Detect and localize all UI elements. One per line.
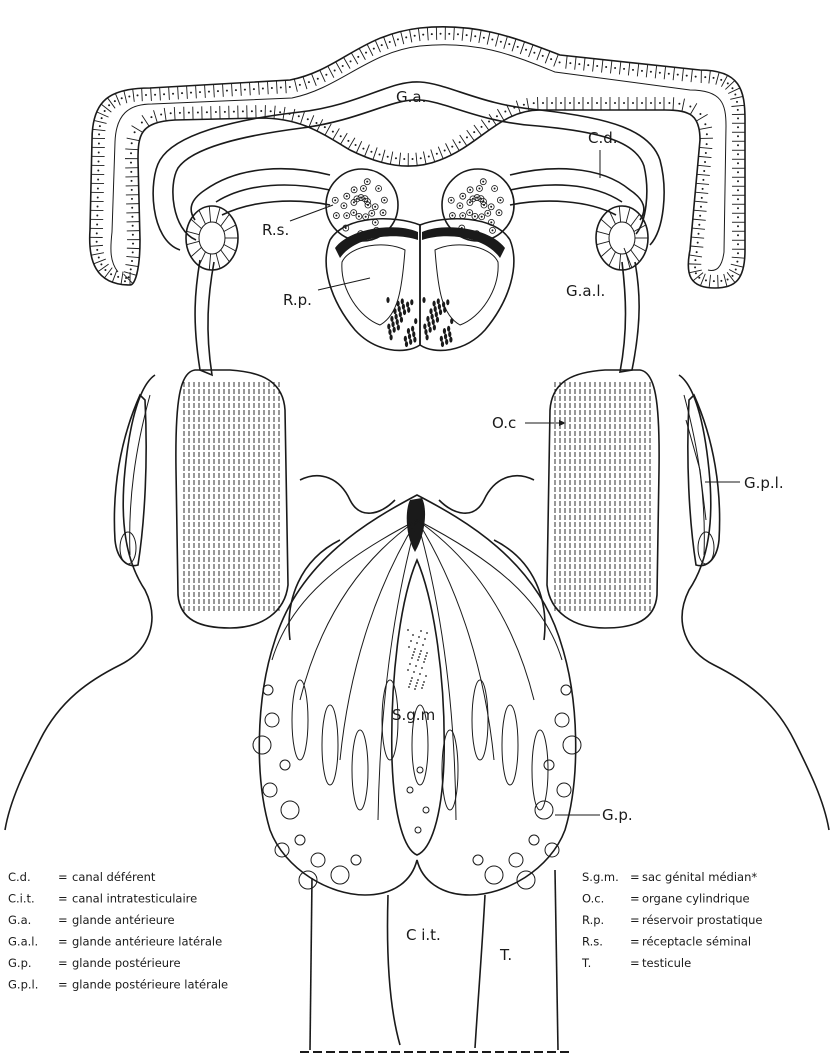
legend-right-entry-abbr: O.c. <box>582 892 604 906</box>
lateral-anterior-gland-left <box>186 206 238 270</box>
legend-left-entry-text: glande antérieure <box>72 913 175 927</box>
legend-right-entry-text: sac génital médian* <box>642 870 757 884</box>
legend-left-entry-abbr: C.d. <box>8 870 31 884</box>
canal-deferent-left <box>191 169 330 375</box>
label-lateral-posterior-gland: G.p.l. <box>744 474 784 492</box>
legend-left-entry-abbr: G.p. <box>8 956 32 970</box>
legend-left-entry-text: canal déférent <box>72 870 156 884</box>
legend-left-entry-eq: = <box>58 956 68 970</box>
legend-right-entry-text: réservoir prostatique <box>642 913 763 927</box>
legend-left-entry-eq: = <box>58 870 68 884</box>
cylindrical-organ-right <box>547 370 659 628</box>
label-testis: T. <box>499 946 512 964</box>
posterior-gland <box>253 495 581 895</box>
cylindrical-organ-left <box>176 370 288 628</box>
label-intratesticular-canal: C i.t. <box>406 926 441 944</box>
legend-right-entry-text: testicule <box>642 956 691 970</box>
label-seminal-receptacle: R.s. <box>262 221 289 239</box>
legend-right-entry-text: réceptacle séminal <box>642 935 751 949</box>
label-anterior-gland: G.a. <box>396 88 426 106</box>
legend-right-entry-abbr: S.g.m. <box>582 870 619 884</box>
label-cylindrical-organ: O.c <box>492 414 516 432</box>
legend-left-entry-eq: = <box>58 913 68 927</box>
legend-right-entry-abbr: R.p. <box>582 913 604 927</box>
legend-left-entry-abbr: C.i.t. <box>8 892 35 906</box>
legend-left-entry-abbr: G.p.l. <box>8 978 38 992</box>
legend-left-entry-eq: = <box>58 978 68 992</box>
legend-left-entry-eq: = <box>58 935 68 949</box>
legend-right-entry-text: organe cylindrique <box>642 892 750 906</box>
legend-right-entry-eq: = <box>630 935 640 949</box>
label-posterior-gland: G.p. <box>602 806 633 824</box>
legend-right-entry-eq: = <box>630 956 640 970</box>
legend-right-entry-abbr: T. <box>581 956 591 970</box>
label-prostatic-reservoir: R.p. <box>283 291 312 309</box>
legend-left-entry-text: glande postérieure latérale <box>72 978 228 992</box>
legend-left-entry-text: canal intratesticulaire <box>72 892 197 906</box>
legend-left-entry-abbr: G.a. <box>8 913 31 927</box>
label-canal-deferent: C.d. <box>588 129 618 147</box>
structure-labels: G.a. C.d. R.s. R.p. G.a.l. O.c G.p.l. S.… <box>262 88 784 964</box>
legend-left-entry-abbr: G.a.l. <box>8 935 38 949</box>
legend-left-entry-text: glande antérieure latérale <box>72 935 222 949</box>
legend-right-entry-abbr: R.s. <box>582 935 603 949</box>
legend-right: S.g.m.=sac génital médian*O.c.=organe cy… <box>581 870 763 970</box>
label-median-genital-sac: S.g.m <box>392 706 435 724</box>
body-outline <box>5 375 829 830</box>
legend-right-entry-eq: = <box>630 913 640 927</box>
legend-right-entry-eq: = <box>630 870 640 884</box>
lateral-anterior-gland-right <box>596 206 648 270</box>
legend-left-entry-text: glande postérieure <box>72 956 181 970</box>
label-lateral-anterior-gland: G.a.l. <box>566 282 605 300</box>
legend-right-entry-eq: = <box>630 892 640 906</box>
testes-and-canal <box>300 870 570 1052</box>
legend-left-entry-eq: = <box>58 892 68 906</box>
